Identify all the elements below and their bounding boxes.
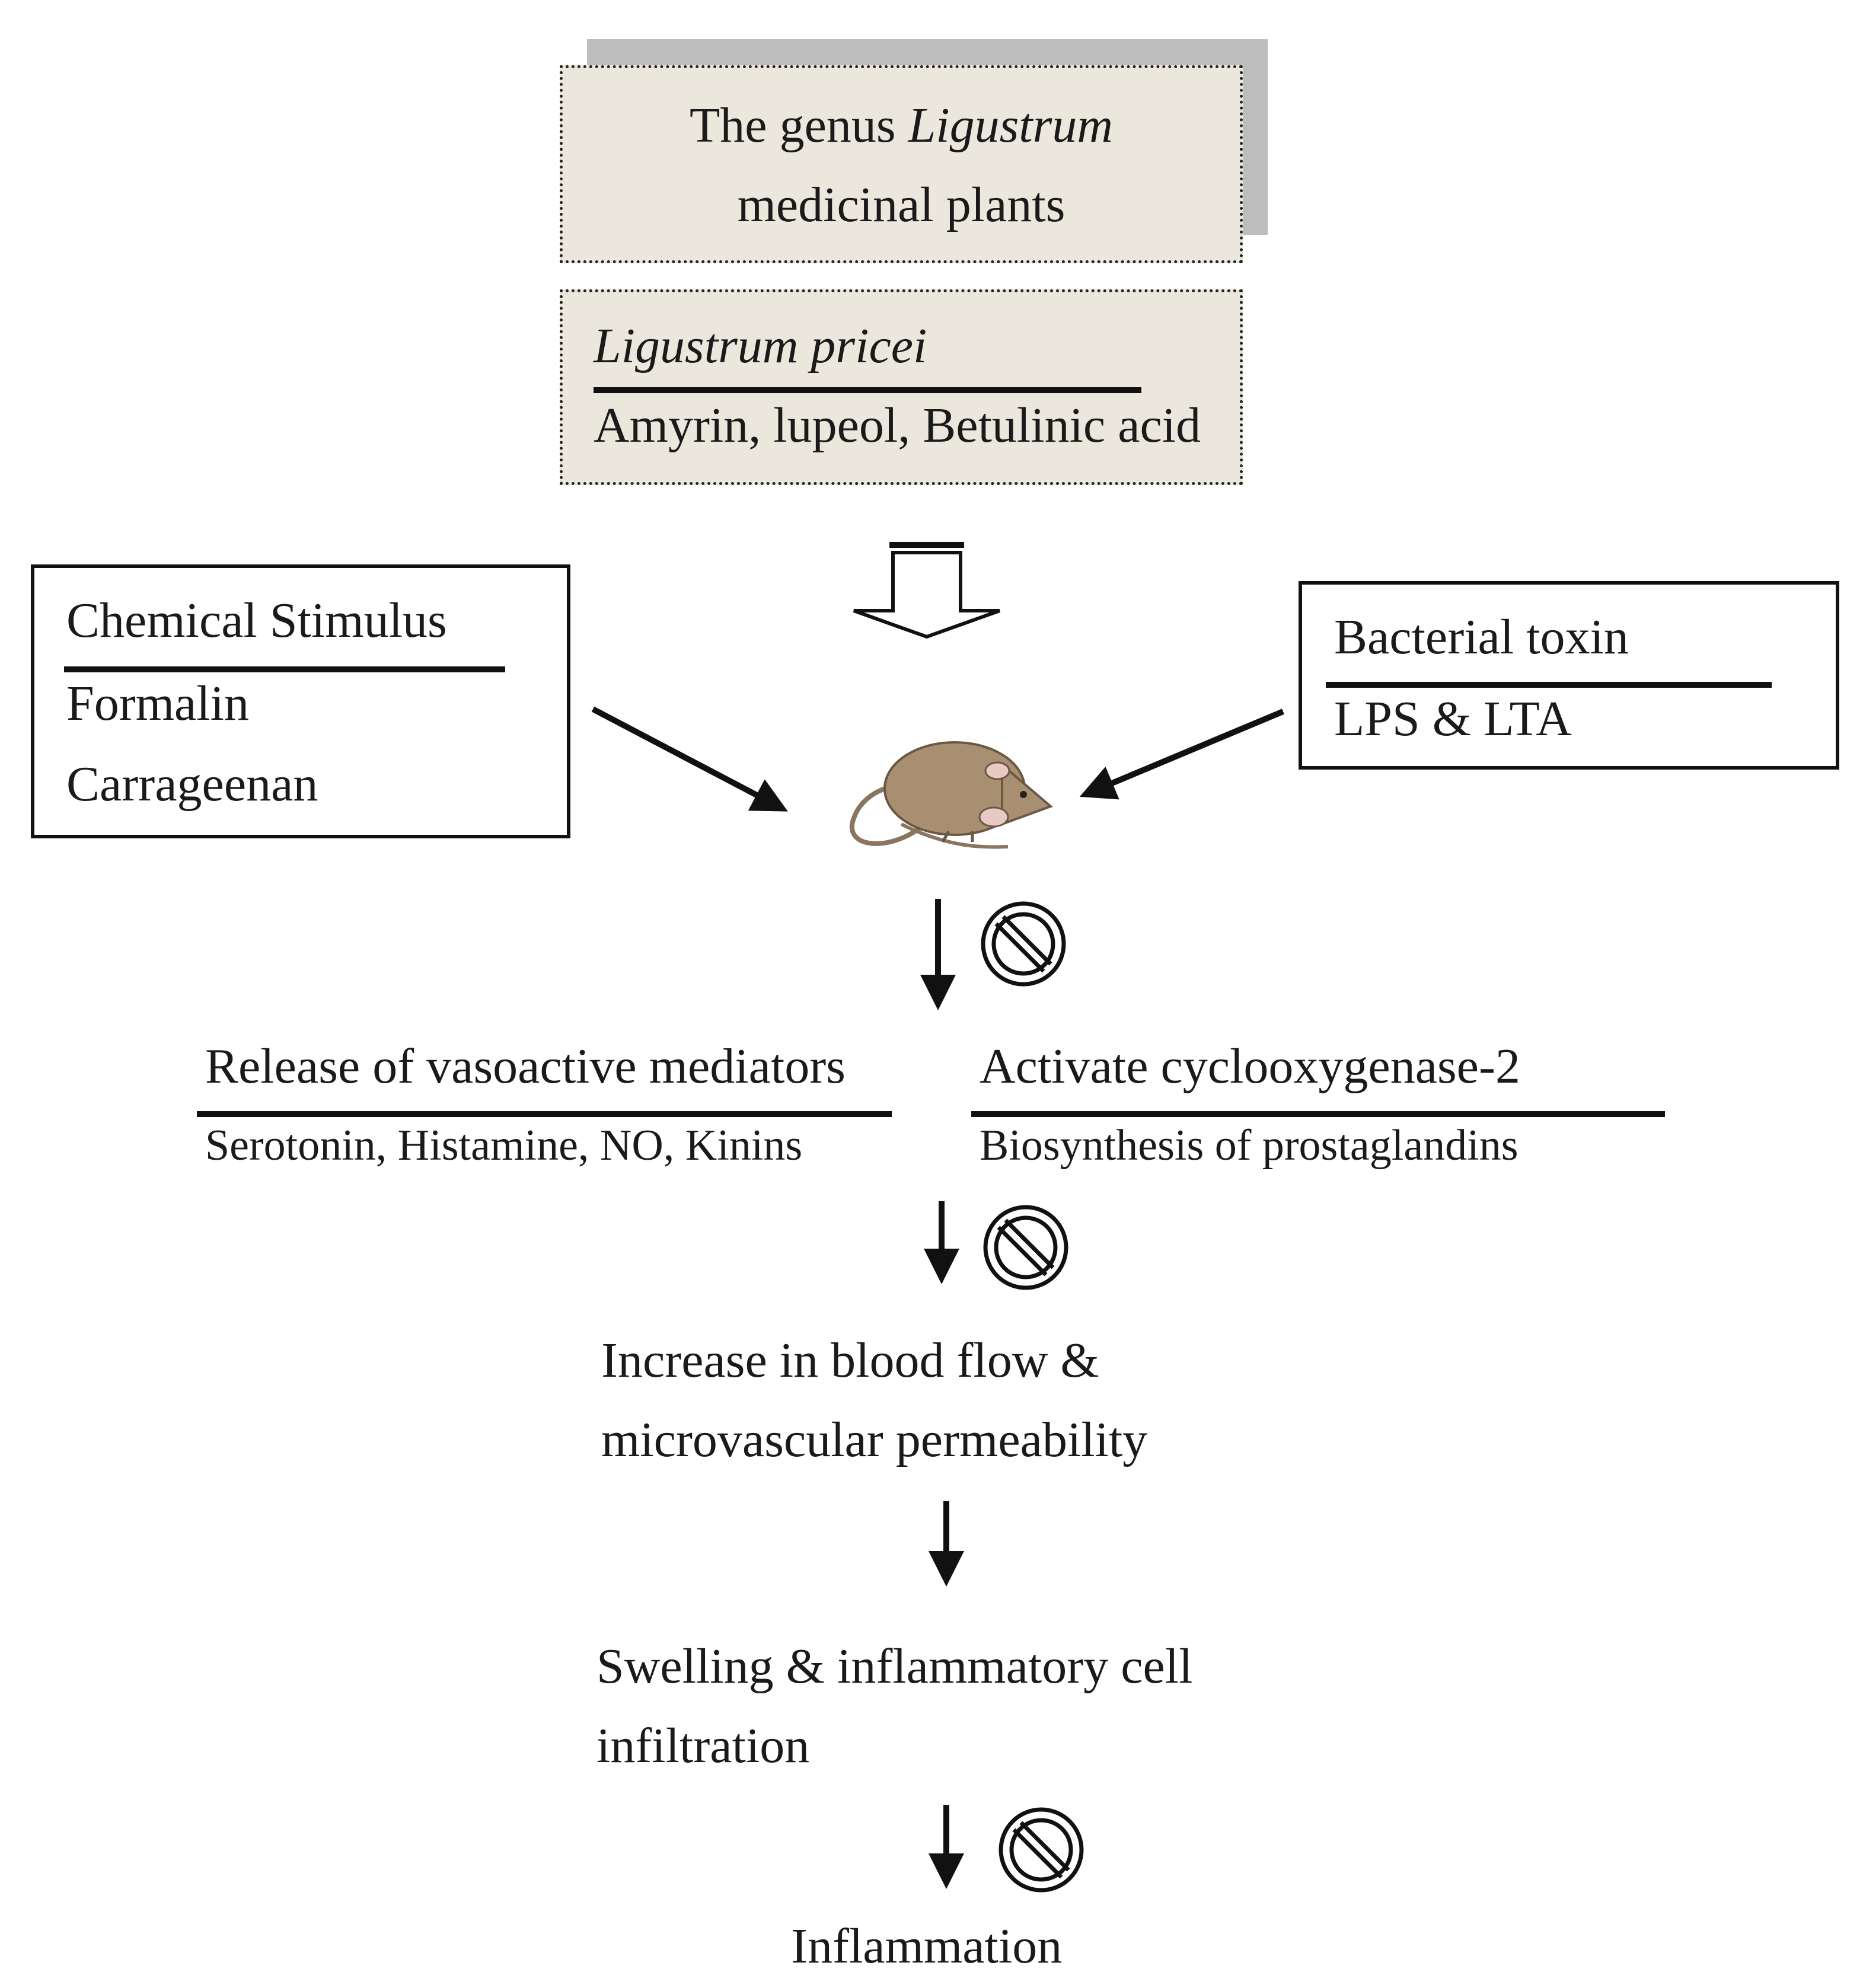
- genus-italic: Ligustrum: [908, 98, 1113, 153]
- species-box: Ligustrum pricei Amyrin, lupeol, Betulin…: [560, 289, 1243, 485]
- mouse-icon: [850, 741, 1053, 849]
- chemical-title: Chemical Stimulus: [66, 593, 447, 648]
- chemical-divider: [64, 666, 505, 672]
- chemical-item-carrageenan: Carrageenan: [66, 757, 318, 812]
- prohibition-icon: [999, 1807, 1084, 1893]
- chemical-item-formalin: Formalin: [66, 676, 249, 731]
- bacterial-divider: [1326, 682, 1772, 688]
- cox2-divider: [971, 1111, 1665, 1117]
- blood-flow-line1: Increase in blood flow &: [601, 1333, 1099, 1388]
- genus-prefix: The genus: [689, 98, 908, 153]
- bacterial-to-mouse-arrow: [1079, 709, 1284, 800]
- prohibition-icon: [981, 901, 1066, 987]
- blood-flow-line2: microvascular permeability: [601, 1412, 1148, 1467]
- swelling-line1: Swelling & inflammatory cell: [596, 1639, 1193, 1694]
- species-compounds: Amyrin, lupeol, Betulinic acid: [594, 398, 1201, 453]
- mediators-sub: Serotonin, Histamine, NO, Kinins: [205, 1121, 803, 1170]
- genus-box: The genus Ligustrum medicinal plants: [560, 65, 1243, 263]
- mediators-divider: [197, 1111, 892, 1117]
- bacterial-item-lps-lta: LPS & LTA: [1334, 691, 1572, 746]
- bacterial-toxin-box: Bacterial toxin LPS & LTA: [1299, 581, 1839, 770]
- chemical-to-mouse-arrow: [591, 706, 788, 812]
- swelling-line2: infiltration: [596, 1718, 810, 1773]
- bacterial-title: Bacterial toxin: [1334, 610, 1629, 665]
- species-divider: [594, 387, 1141, 393]
- cox2-sub: Biosynthesis of prostaglandins: [980, 1121, 1519, 1170]
- hollow-down-arrow-icon: [853, 542, 1001, 639]
- prohibition-icon: [983, 1205, 1068, 1290]
- mediators-title: Release of vasoactive mediators: [205, 1039, 846, 1094]
- genus-box-line2: medicinal plants: [737, 177, 1066, 232]
- genus-box-line1: The genus Ligustrum: [563, 97, 1240, 154]
- species-title: Ligustrum pricei: [594, 318, 927, 374]
- cox2-title: Activate cyclooxygenase-2: [980, 1039, 1520, 1094]
- inflammation-label: Inflammation: [791, 1919, 1063, 1974]
- chemical-stimulus-box: Chemical Stimulus Formalin Carrageenan: [31, 564, 570, 838]
